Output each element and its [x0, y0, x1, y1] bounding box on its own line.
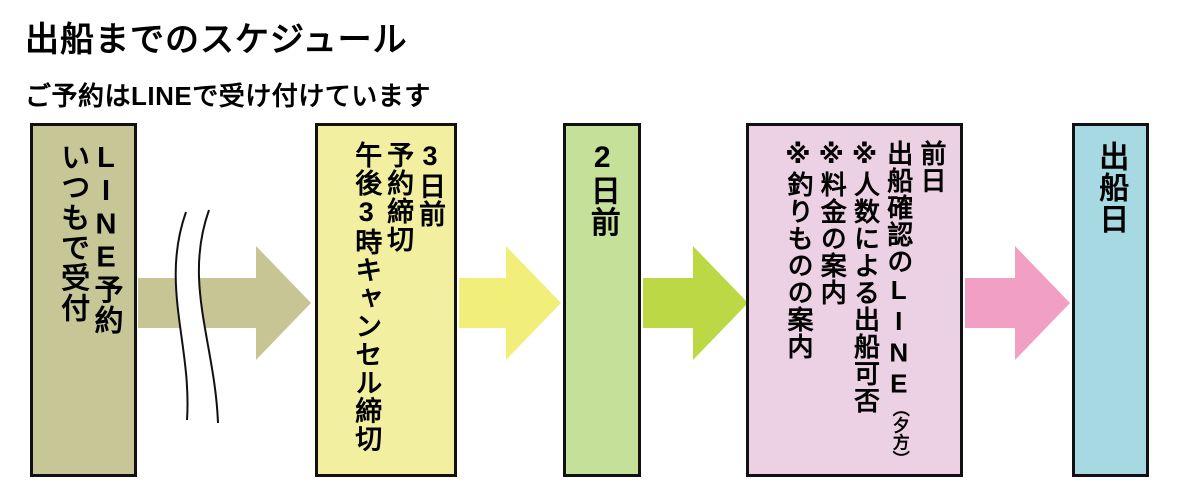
step-departure-day: 出船日 [1072, 123, 1149, 477]
arrow-step2-to-step3 [459, 246, 561, 360]
step4-line5: ※釣りものの案内 [783, 140, 814, 361]
break-wave-right-icon [197, 209, 219, 424]
step-3-days-before: 3日前 予約締切 午後3時キャンセル締切 [315, 123, 457, 477]
step2-line3: 午後3時キャンセル締切 [351, 141, 382, 453]
step-day-before: 前日 出船確認のLINE（夕方） ※人数による出船可否 ※料金の案内 ※釣りもの… [746, 123, 963, 477]
arrow-step3-to-step4 [643, 246, 748, 360]
step-2-days-before: 2日前 [563, 123, 641, 477]
step4-line4: ※料金の案内 [817, 140, 848, 307]
step4-line2: 出船確認のLINE（夕方） [881, 140, 914, 467]
subtitle: ご予約はLINEで受け付けています [25, 81, 431, 111]
step5-line1: 出船日 [1094, 141, 1128, 235]
step1-line1: LINE予約 [90, 142, 122, 335]
page-title: 出船までのスケジュール [25, 21, 408, 59]
break-wave-left-icon [174, 211, 189, 421]
step2-line2: 予約締切 [383, 141, 414, 254]
step1-line2: いつもで受付 [56, 142, 89, 323]
arrow-step1-to-step2 [138, 246, 311, 360]
step2-line1: 3日前 [415, 141, 445, 229]
step3-line1: 2日前 [585, 141, 619, 238]
step4-line2-note: （夕方） [889, 399, 909, 468]
step4-line1: 前日 [917, 140, 947, 195]
arrow-step4-to-step5 [965, 246, 1070, 360]
step-line-reservation: LINE予約 いつもで受付 [30, 123, 137, 477]
step4-line2-main: 出船確認のLINE [883, 140, 914, 400]
step4-line3: ※人数による出船可否 [850, 140, 881, 415]
